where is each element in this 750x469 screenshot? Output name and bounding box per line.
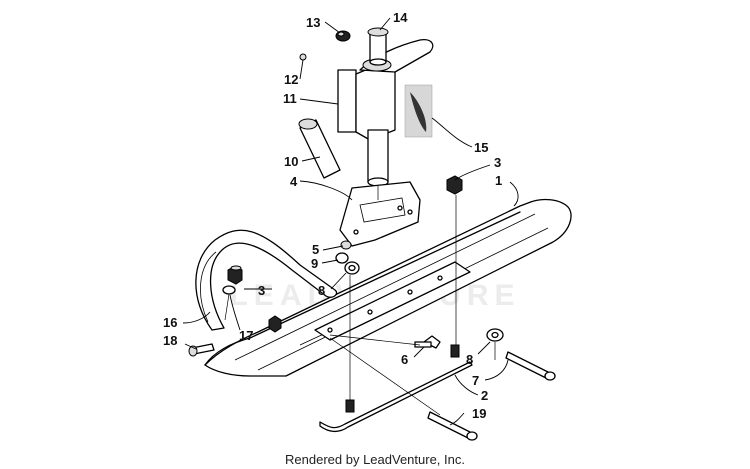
alignment-lines	[224, 186, 496, 416]
bushing	[298, 118, 341, 179]
cap	[335, 30, 351, 42]
leader-lines	[182, 17, 519, 426]
callout-labels: 1 2 3 3 4 5 6 7 8 8 9 10 11 12 13 14 15 …	[163, 10, 502, 421]
decal	[404, 84, 433, 138]
callout-13: 13	[306, 15, 320, 30]
callout-12: 12	[284, 72, 298, 87]
callout-4: 4	[290, 174, 298, 189]
callout-6: 6	[401, 352, 408, 367]
saddle-bracket	[339, 181, 421, 247]
callout-7: 7	[472, 373, 479, 388]
callout-19: 19	[472, 406, 486, 421]
callout-3-left: 3	[258, 283, 265, 298]
callout-3-right: 3	[494, 155, 501, 170]
callout-11: 11	[283, 91, 297, 106]
callout-16: 16	[163, 315, 177, 330]
callout-1: 1	[495, 173, 502, 188]
callout-2: 2	[481, 388, 488, 403]
callout-15: 15	[474, 140, 488, 155]
callout-17: 17	[239, 328, 253, 343]
ski	[204, 198, 572, 377]
callout-14: 14	[393, 10, 408, 25]
callout-8-center: 8	[318, 283, 325, 298]
spindle-post	[367, 27, 389, 66]
callout-8-right: 8	[466, 352, 473, 367]
callout-9: 9	[311, 256, 318, 271]
footer-credit: Rendered by LeadVenture, Inc.	[285, 452, 465, 467]
callout-5: 5	[312, 242, 319, 257]
ski-loop	[195, 229, 338, 331]
screw	[299, 53, 307, 61]
callout-10: 10	[284, 154, 298, 169]
ski-mount-rail	[314, 261, 471, 341]
callout-18: 18	[163, 333, 177, 348]
